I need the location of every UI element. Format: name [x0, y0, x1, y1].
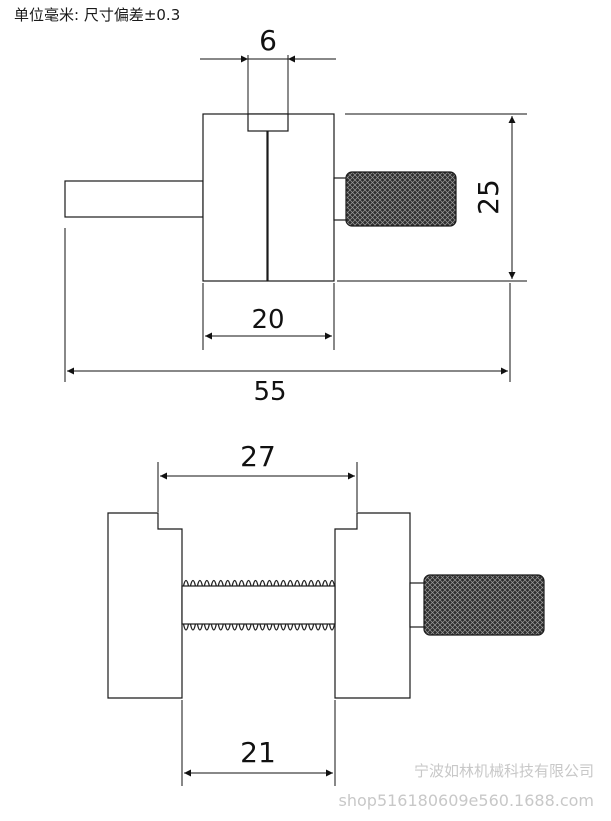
spring-coil-bottom: [224, 623, 231, 631]
spring-coil-bottom: [287, 623, 294, 631]
spring-coil-top: [203, 579, 210, 587]
spring-coil-bottom: [280, 623, 287, 631]
spring-coil-bottom: [189, 623, 197, 631]
knurled-knob-top: [345, 171, 457, 227]
dim-body-width: 20: [251, 305, 284, 335]
spring-coil-top: [266, 579, 273, 587]
spring-coil-bottom: [245, 623, 252, 631]
spring-coil-top: [273, 579, 280, 587]
spring-coil-top: [231, 579, 238, 587]
spring: [182, 579, 336, 631]
spring-coil-top: [245, 579, 252, 587]
guide-rod: [181, 585, 336, 625]
slot-notch: [247, 113, 289, 132]
spring-coil-top: [189, 579, 197, 587]
dim-jaw-outer: 27: [240, 440, 276, 473]
spring-coil-top: [287, 579, 294, 587]
spring-coil-top: [224, 579, 231, 587]
spring-coil-top: [196, 579, 204, 587]
spring-coil-bottom: [301, 623, 308, 631]
shaft: [64, 180, 204, 218]
spring-coil-bottom: [182, 623, 190, 631]
left-jaw: [107, 512, 183, 699]
spring-coil-bottom: [321, 623, 329, 631]
spring-coil-top: [238, 579, 245, 587]
watermark-url: shop516180609e560.1688.com: [339, 791, 594, 810]
spring-coil-top: [252, 579, 259, 587]
dim-total-length: 55: [253, 377, 286, 407]
spring-coil-top: [280, 579, 287, 587]
spring-coil-bottom: [196, 623, 204, 631]
spring-coil-bottom: [308, 623, 315, 631]
spring-coil-top: [217, 579, 224, 587]
spring-coil-bottom: [252, 623, 259, 631]
spring-coil-bottom: [294, 623, 301, 631]
spring-coil-bottom: [231, 623, 238, 631]
spring-coil-bottom: [238, 623, 245, 631]
spring-coil-bottom: [203, 623, 210, 631]
spring-coil-bottom: [314, 623, 322, 631]
spring-coil-top: [308, 579, 315, 587]
unit-note: 单位毫米: 尺寸偏差±0.3: [14, 6, 181, 24]
spring-coil-bottom: [266, 623, 273, 631]
body-right-half: [267, 113, 335, 282]
spring-coil-top: [259, 579, 266, 587]
spring-coil-top: [182, 579, 190, 587]
body-left-half: [202, 113, 268, 282]
dim-height: 25: [472, 179, 505, 215]
spring-coil-top: [321, 579, 329, 587]
spring-coil-top: [210, 579, 217, 587]
spring-coil-top: [314, 579, 322, 587]
spring-coil-bottom: [273, 623, 280, 631]
right-jaw: [334, 512, 411, 699]
spring-coil-bottom: [259, 623, 266, 631]
spring-coil-bottom: [328, 623, 336, 631]
bottom-view: [107, 512, 545, 699]
spring-coil-bottom: [217, 623, 224, 631]
top-view: [64, 55, 457, 282]
spring-coil-top: [294, 579, 301, 587]
watermark-company: 宁波如林机械科技有限公司: [414, 762, 594, 780]
knurled-knob-bottom: [423, 574, 545, 636]
dim-slot-width: 6: [259, 24, 277, 57]
spring-coil-bottom: [210, 623, 217, 631]
dim-jaw-inner: 21: [240, 736, 276, 769]
spring-coil-top: [301, 579, 308, 587]
spring-coil-top: [328, 579, 336, 587]
